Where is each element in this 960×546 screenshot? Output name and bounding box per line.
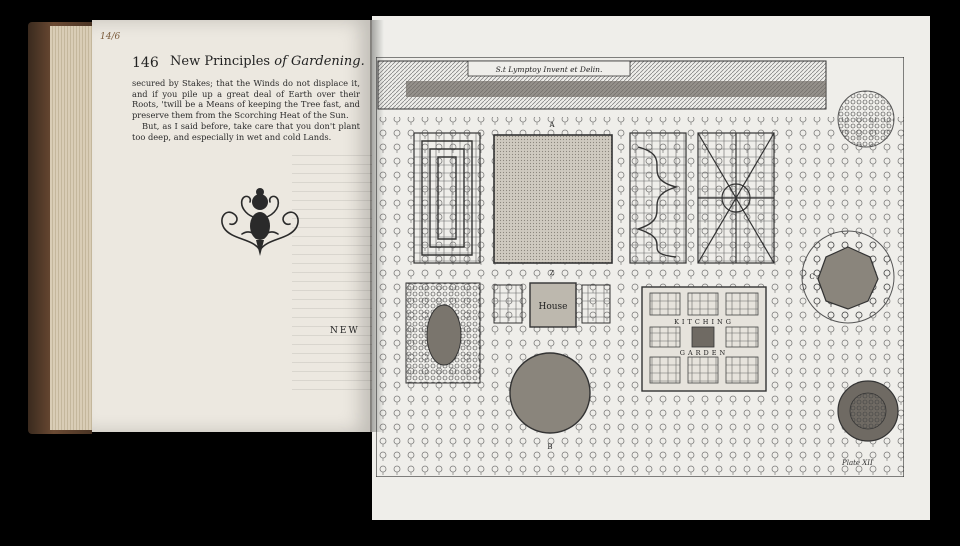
garden-plan-engraving: S.t Lymptoy Invent et Delin. A Z House K… <box>376 57 904 477</box>
page-edges <box>50 26 96 430</box>
letter-a: A <box>548 121 555 129</box>
body-text: secured by Stakes; that the Winds do not… <box>132 78 360 142</box>
house-label: House <box>538 302 567 312</box>
paragraph-1: secured by Stakes; that the Winds do not… <box>132 78 360 120</box>
letter-z: Z <box>550 270 554 277</box>
page-number: 146 <box>132 55 159 71</box>
paragraph-2: But, as I said before, take care that yo… <box>132 121 360 142</box>
title-cartouche <box>467 60 631 77</box>
ornament-icon <box>221 188 299 256</box>
central-lawn <box>493 134 613 264</box>
octagon-basin <box>817 246 879 310</box>
kitchen-label-1: KITCHING <box>674 318 734 326</box>
letter-b: B <box>547 443 552 451</box>
left-page: 14/6 146 New Principles of Gardening. se… <box>92 20 452 432</box>
house <box>529 282 577 328</box>
catchword: NEW <box>330 326 360 336</box>
side-bed-left <box>493 284 523 324</box>
round-grove-top <box>837 90 895 148</box>
bottom-basin <box>509 352 591 434</box>
handwritten-note: 14/6 <box>100 32 121 42</box>
plate-number: Plate XII <box>842 459 873 467</box>
running-head: New Principles of Gardening. <box>170 54 365 69</box>
running-head-of: of <box>274 54 287 69</box>
kitchen-label-2: GARDEN <box>680 349 728 357</box>
plate-title: S.t Lymptoy Invent et Delin. <box>496 65 603 74</box>
side-bed-right <box>581 284 611 324</box>
running-head-gardening: Gardening. <box>286 54 365 69</box>
running-head-main: New Principles <box>170 54 275 69</box>
left-pond <box>426 304 462 366</box>
letter-c: C <box>809 273 814 281</box>
maze-left <box>413 132 481 264</box>
